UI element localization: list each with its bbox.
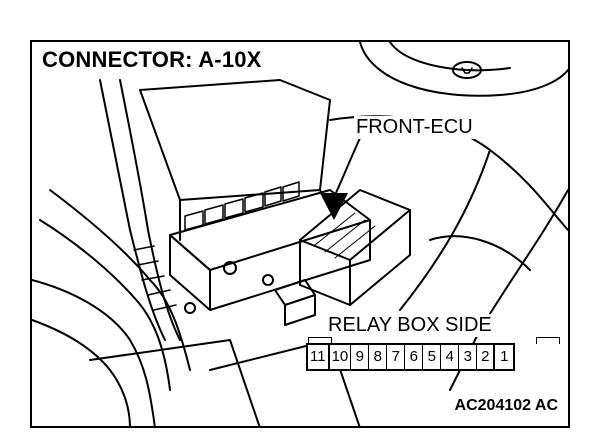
connector-pin-10: 10	[330, 345, 352, 369]
connector-pin-6: 6	[405, 345, 424, 369]
connector-lock-left	[308, 337, 332, 344]
connector-pin-1: 1	[500, 348, 509, 365]
connector-pin-4: 4	[441, 345, 460, 369]
connector-pin-2: 2	[477, 345, 496, 369]
connector-lock-right	[536, 337, 560, 344]
connector-pin-7: 7	[387, 345, 406, 369]
connector-pin-5: 5	[423, 345, 442, 369]
relay-box-side-label: RELAY BOX SIDE	[326, 314, 494, 337]
front-ecu-label: FRONT-ECU	[354, 116, 475, 139]
connector-pin-9: 9	[351, 345, 370, 369]
connector-pin-8: 8	[369, 345, 388, 369]
connector-title: CONNECTOR: A-10X	[38, 47, 266, 73]
connector-pin-11: 11	[308, 345, 330, 369]
figure-code: AC204102 AC	[454, 397, 558, 414]
connector-pin-3: 3	[459, 345, 478, 369]
